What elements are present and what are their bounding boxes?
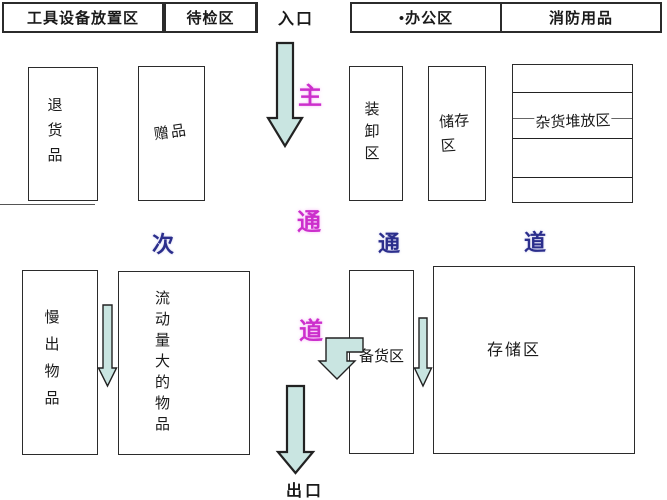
zone-box-tools: 工具设备放置区 xyxy=(2,2,164,33)
shelf-divider-line xyxy=(513,137,632,139)
shelf-divider-line xyxy=(513,176,632,178)
zone-label-inspection: 待检区 xyxy=(186,11,235,27)
entrance-label: 入口 xyxy=(277,11,314,28)
zone-box-fire-supplies: 消防用品 xyxy=(500,2,662,33)
zone-box-office: •办公区 xyxy=(350,2,502,33)
slow-items-down-arrow-icon xyxy=(97,304,118,388)
zone-box-gifts: 赠品 xyxy=(138,66,205,201)
main-aisle-label-1: 主 xyxy=(298,84,322,110)
zone-box-high-flow-items: 流动量大的物品 xyxy=(118,271,250,455)
shelf-divider-line xyxy=(513,91,632,93)
zone-label-returns: 退货品 xyxy=(45,96,62,172)
zone-label-office: •办公区 xyxy=(398,11,454,27)
zone-box-main-storage: 存储区 xyxy=(433,266,635,454)
exit-label: 出口 xyxy=(285,483,324,500)
zone-box-stock-prep: 备货区 xyxy=(349,270,414,454)
zone-label-tools: 工具设备放置区 xyxy=(26,11,139,27)
zone-label-slow-items: 慢出物品 xyxy=(42,308,59,417)
zone-box-inspection: 待检区 xyxy=(164,2,258,33)
main-aisle-label-3: 道 xyxy=(299,319,323,345)
zone-label-stock-prep: 备货区 xyxy=(358,349,404,366)
zone-label-gifts: 赠品 xyxy=(153,122,190,144)
secondary-aisle-label-2: 通 xyxy=(377,231,400,256)
zone-label-high-flow-items: 流动量大的物品 xyxy=(153,289,169,437)
zone-box-small-storage: 储存区 xyxy=(428,66,486,201)
exit-down-arrow-icon xyxy=(275,384,316,475)
zone-label-small-storage: 储存区 xyxy=(438,112,470,155)
wall-line xyxy=(0,204,95,205)
zone-box-misc-storage: 杂货堆放区 xyxy=(512,64,633,203)
zone-label-fire-supplies: 消防用品 xyxy=(548,11,613,27)
main-aisle-label-2: 通 xyxy=(297,210,321,236)
zone-box-loading: 装卸区 xyxy=(349,66,403,201)
zone-box-returns: 退货品 xyxy=(28,67,98,201)
zone-label-loading: 装卸区 xyxy=(362,100,379,167)
zone-box-slow-items: 慢出物品 xyxy=(22,270,98,455)
secondary-aisle-label-1: 次 xyxy=(151,232,174,257)
zone-label-main-storage: 存储区 xyxy=(486,341,541,359)
zone-label-misc-storage: 杂货堆放区 xyxy=(533,113,612,133)
storage-down-arrow-icon xyxy=(413,317,433,388)
secondary-aisle-label-3: 道 xyxy=(523,230,546,255)
